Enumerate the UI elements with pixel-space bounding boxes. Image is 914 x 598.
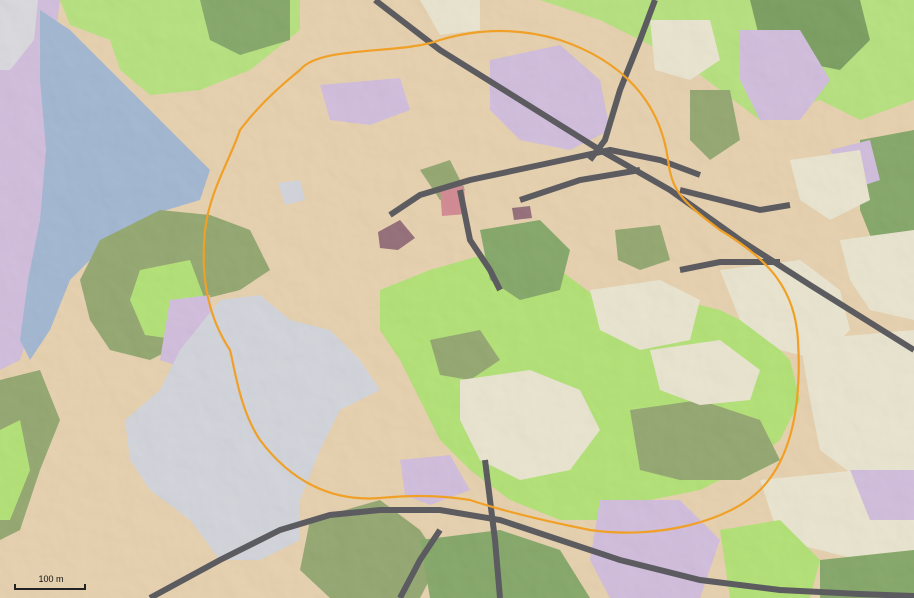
road-east-branch xyxy=(519,167,641,203)
road-north-vertical xyxy=(587,0,658,162)
road-northeast-branch xyxy=(679,187,791,214)
road-south-main xyxy=(148,507,914,598)
road-center-loop xyxy=(388,146,702,218)
road-network xyxy=(148,0,914,598)
scale-bar-line xyxy=(14,584,86,590)
road-south-vertical xyxy=(482,459,503,598)
road-center-south-branch xyxy=(457,189,503,292)
scale-bar: 100 m xyxy=(14,574,88,590)
road-east-lower xyxy=(679,259,780,273)
study-area-boundary[interactable] xyxy=(202,29,800,534)
scale-bar-label: 100 m xyxy=(38,574,64,584)
road-southwest xyxy=(397,528,443,598)
